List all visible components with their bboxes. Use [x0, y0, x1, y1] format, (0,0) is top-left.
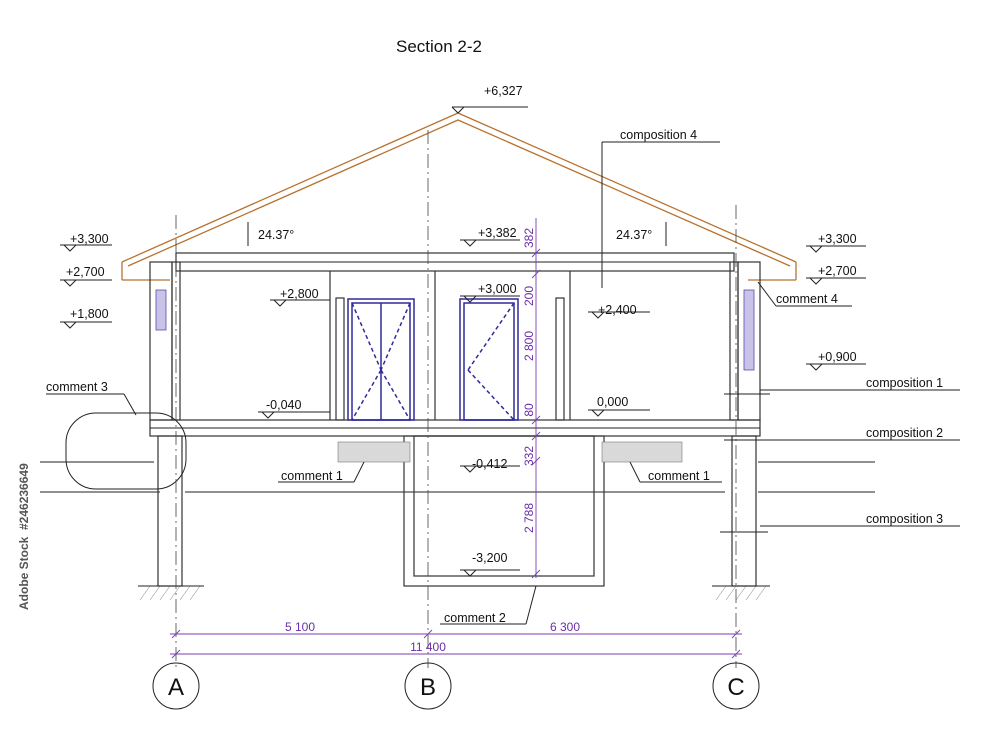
callout-comment-1-right: comment 1: [648, 469, 710, 483]
callout-comment-4: comment 4: [776, 292, 838, 306]
vdim-2800: 2 800: [522, 331, 536, 361]
comment-3-bubble: [65, 412, 187, 490]
ground-line: [40, 461, 875, 493]
horizontal-dimensions: 5 100 6 300 11 400: [170, 620, 742, 659]
elev-left-3300: +3,300: [70, 232, 109, 246]
callout-comment-3: comment 3: [46, 380, 108, 394]
axis-label-b: B: [420, 674, 436, 701]
axis-marker-a: A: [152, 662, 200, 710]
basement: [403, 435, 605, 587]
elev-ceiling-3000: +3,000: [478, 282, 517, 296]
callout-comment-1-left: comment 1: [281, 469, 343, 483]
elev-floor-left: -0,040: [266, 398, 301, 412]
dim-total: 11 400: [410, 640, 446, 654]
angle-left: 24.37°: [258, 228, 294, 242]
elev-basement: -3,200: [472, 551, 507, 565]
insulation: [337, 441, 683, 463]
elev-right-2700: +2,700: [818, 264, 857, 278]
axis-label-c: C: [727, 674, 744, 701]
callout-composition-3: composition 3: [866, 512, 943, 526]
axis-lines: [175, 130, 737, 668]
left-wall: [149, 261, 183, 587]
dim-a-b: 5 100: [285, 620, 315, 634]
vertical-dimensions: 382 200 2 800 80 332 2 788: [522, 218, 541, 579]
elev-floor-zero: 0,000: [597, 395, 628, 409]
axis-marker-b: B: [404, 662, 452, 710]
stock-id: Adobe Stock #246236649: [17, 463, 31, 610]
elev-right-2400: +2,400: [598, 303, 637, 317]
elevation-marks: +6,327 +3,300 +2,700 +1,800 +3,382 +3,00…: [60, 84, 866, 577]
right-wall: [729, 261, 761, 587]
callout-composition-4: composition 4: [620, 128, 697, 142]
vdim-382: 382: [522, 228, 536, 248]
vdim-332: 332: [522, 446, 536, 466]
axis-label-a: A: [168, 674, 184, 701]
elev-right-3300: +3,300: [818, 232, 857, 246]
elev-under-floor: -0,412: [472, 457, 507, 471]
elev-left-2800: +2,800: [280, 287, 319, 301]
axis-marker-c: C: [712, 662, 760, 710]
elev-ceiling-3382: +3,382: [478, 226, 517, 240]
vdim-2788: 2 788: [522, 503, 536, 533]
stock-id-number: #246236649: [17, 463, 31, 530]
roof-angles: 24.37° 24.37°: [247, 222, 667, 246]
callout-composition-1: composition 1: [866, 376, 943, 390]
angle-right: 24.37°: [616, 228, 652, 242]
callout-comment-2: comment 2: [444, 611, 506, 625]
elev-right-0900: +0,900: [818, 350, 857, 364]
door-right: [459, 298, 519, 421]
elev-left-1800: +1,800: [70, 307, 109, 321]
callout-composition-2: composition 2: [866, 426, 943, 440]
ceiling-slab: [175, 252, 735, 272]
vdim-200: 200: [522, 286, 536, 306]
foundation-hatch: [138, 585, 770, 601]
door-left: [347, 298, 415, 421]
section-title: Section 2-2: [396, 37, 482, 56]
interior-columns: [329, 271, 571, 421]
stock-prefix: Adobe Stock: [17, 536, 31, 610]
elev-left-2700: +2,700: [66, 265, 105, 279]
floor-slab: [149, 419, 761, 437]
vdim-80: 80: [522, 403, 536, 417]
callouts: composition 4 comment 4 composition 1 co…: [46, 128, 960, 625]
elev-ridge: +6,327: [484, 84, 523, 98]
dim-b-c: 6 300: [550, 620, 580, 634]
